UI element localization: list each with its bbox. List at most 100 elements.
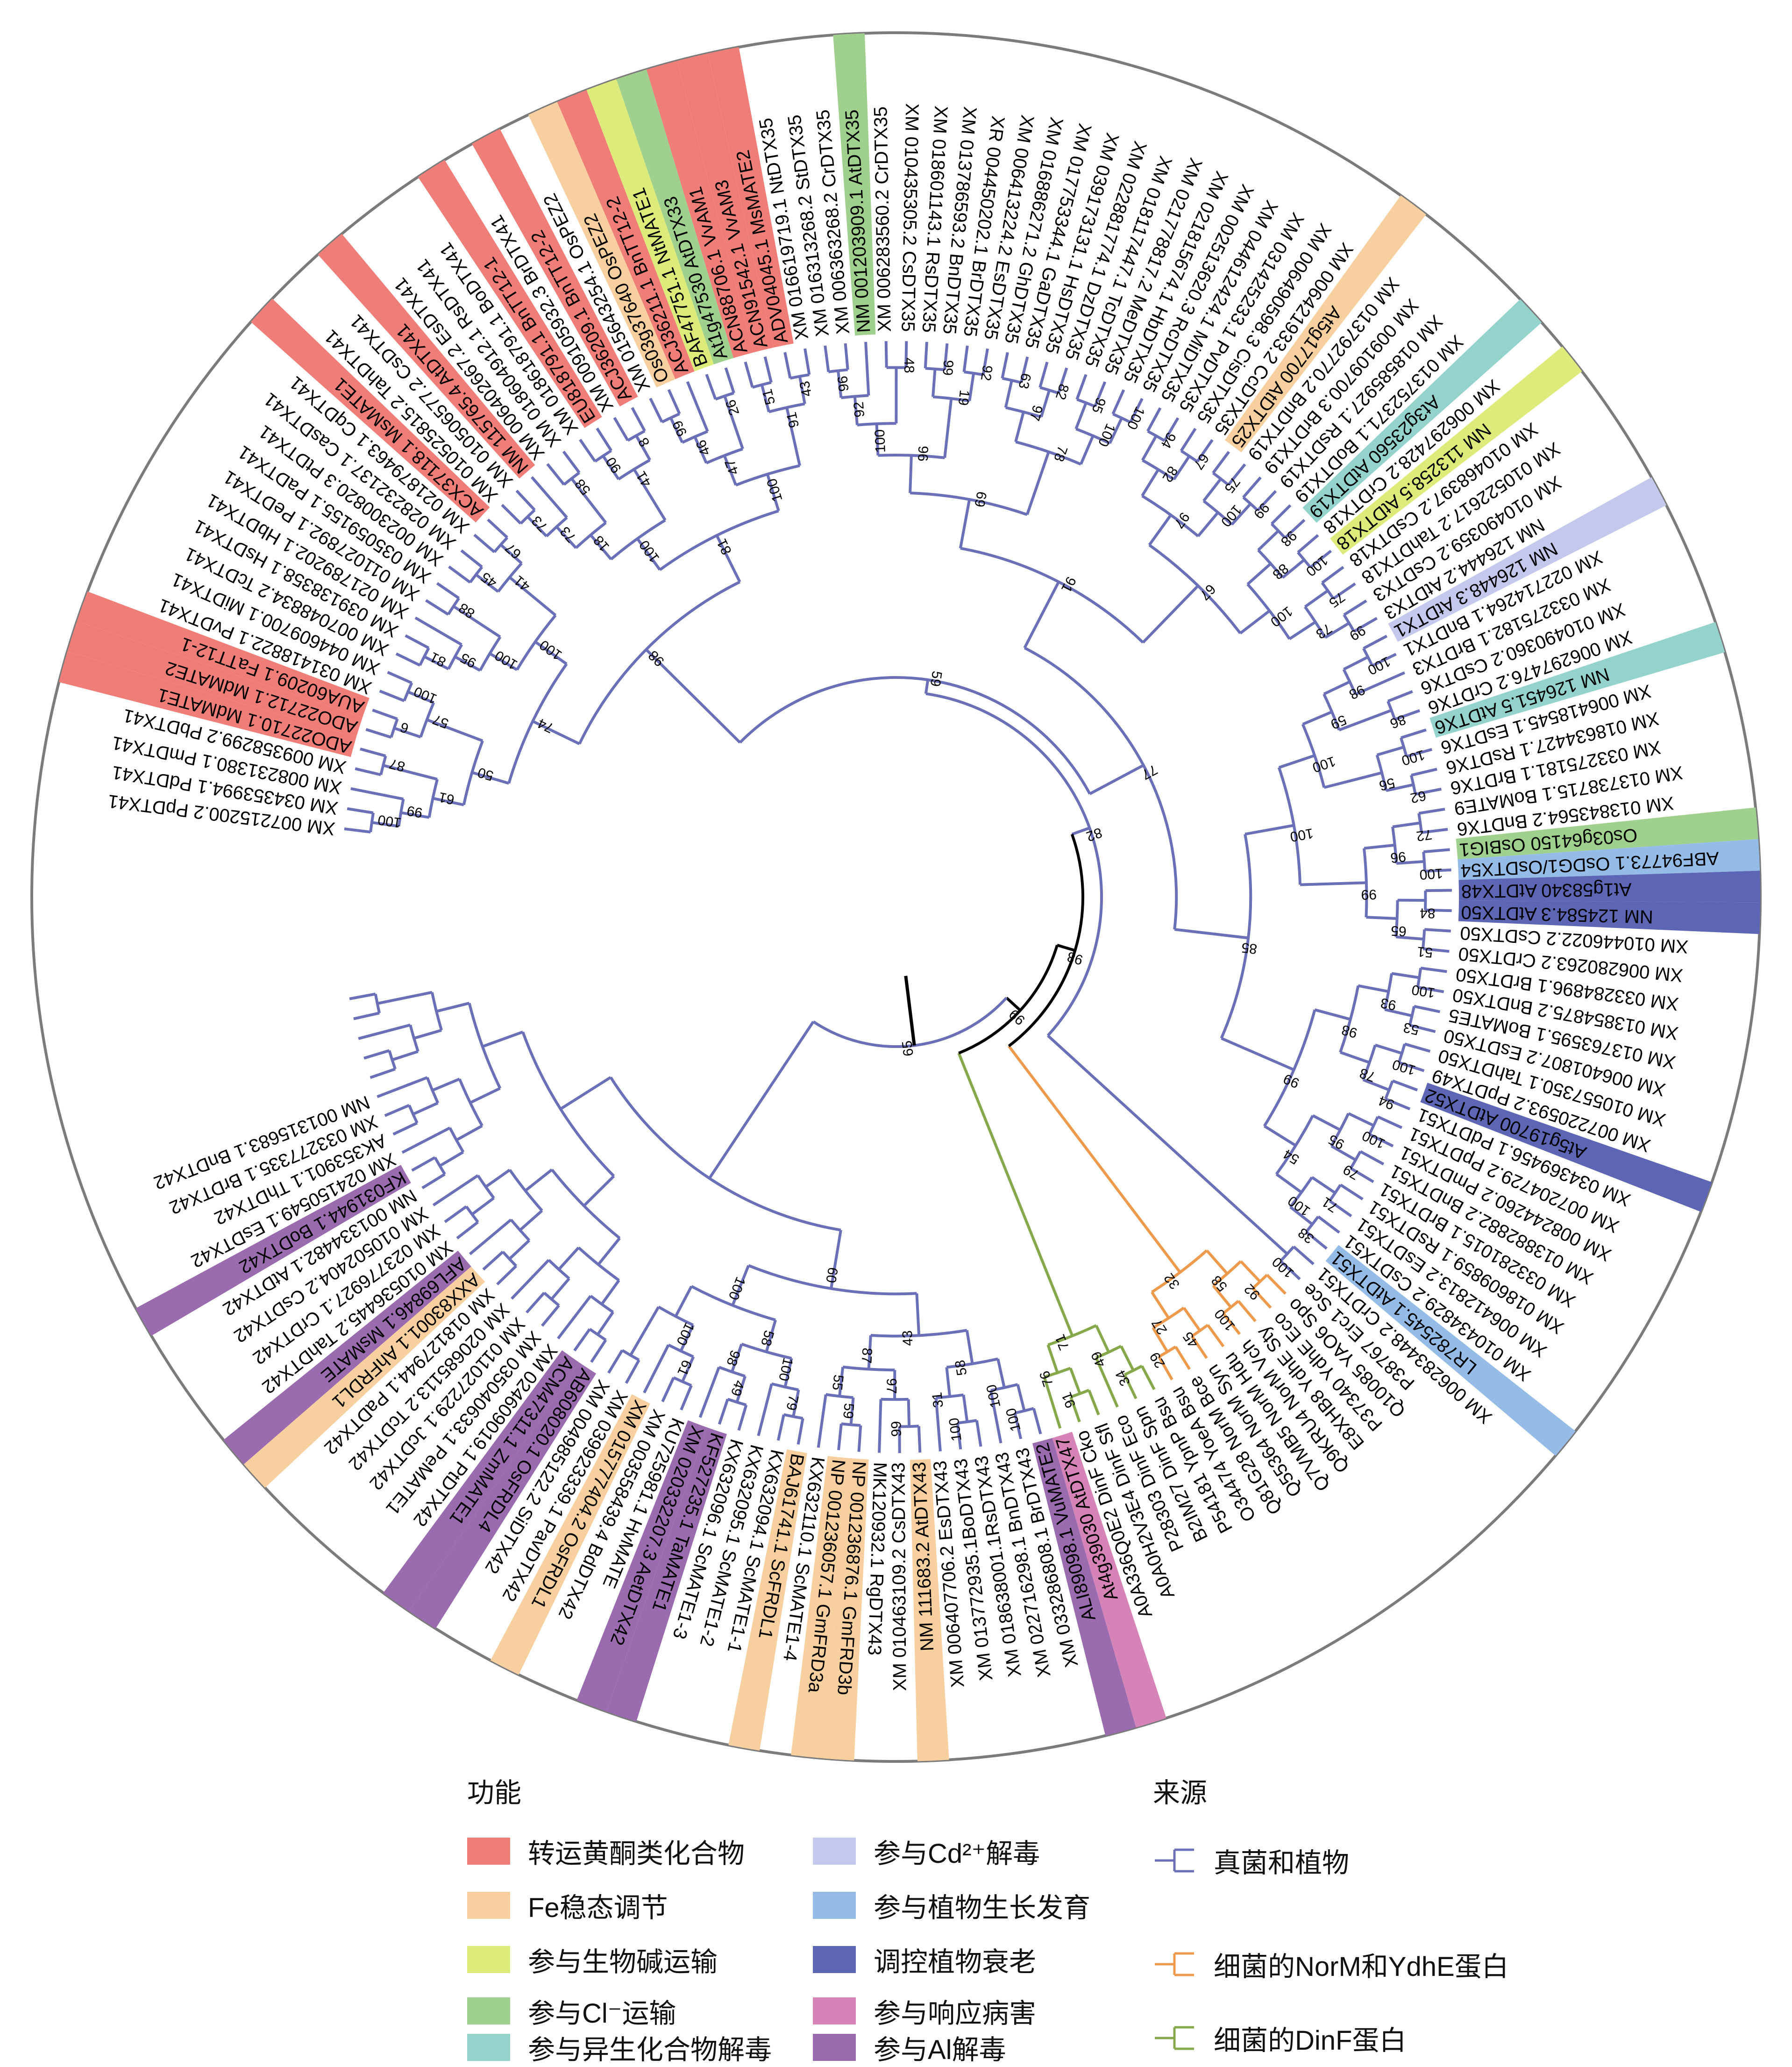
tree-branch [1322,567,1344,583]
tree-branch [584,1176,614,1205]
tree-branch [1221,1038,1294,1069]
tree-branch [517,491,535,510]
tree-branch [726,368,734,393]
bootstrap-value: 98 [1278,527,1300,549]
tree-branch [1324,773,1382,788]
bootstrap-value: 58 [572,476,594,498]
tree-branch [1358,986,1388,991]
bootstrap-value: 100 [1303,552,1331,579]
tree-branch [426,600,448,614]
bootstrap-value: 95 [1326,1131,1347,1152]
bootstrap-value: 94 [1158,430,1179,451]
bootstrap-value: 92 [851,401,868,418]
bootstrap-value: 58 [758,1328,777,1347]
tree-branch [597,428,611,451]
tree-branch [1265,1126,1296,1146]
tree-branch [1344,657,1368,669]
tree-branch [364,1051,389,1058]
tree-branch [1241,1262,1260,1282]
tree-branch [1393,1081,1417,1090]
tree-branch [1401,730,1426,738]
tree-branch [354,1013,379,1019]
leaf-label: XM 006283560.2 CrDTX35 [870,106,895,332]
tree-branch [414,1030,441,1038]
tree-branch [917,1293,919,1335]
tree-branch [1174,929,1248,938]
bootstrap-value: 100 [1218,502,1244,530]
tree-branch [614,418,628,441]
tree-branch [548,464,564,485]
tree-branch [1016,412,1024,442]
tree-branch [559,1247,578,1269]
tree-branch [542,1305,559,1326]
tree-branch [1181,428,1195,451]
tree-branch [412,1157,435,1170]
tree-branch [1360,1151,1384,1164]
tree-branch [1424,929,1451,931]
bootstrap-value: 67 [1196,581,1218,603]
tree-branch [1198,513,1218,536]
tree-branch [372,710,397,719]
bootstrap-value: 82 [1052,382,1072,402]
tree-branch [906,976,914,1046]
tree-branch [886,341,887,368]
tree-branch [1366,917,1397,919]
tree-branch [626,1360,639,1383]
tree-branch [1081,436,1093,464]
tree-branch [344,829,370,832]
bootstrap-value: 59 [840,1403,857,1419]
bootstrap-value: 56 [1378,775,1397,793]
tree-branch [967,1330,973,1364]
bootstrap-value: 50 [476,764,495,784]
tree-branch [360,749,386,756]
tree-branch [436,1003,469,1012]
tree-branch [1312,1177,1335,1193]
tree-branch [1176,1347,1190,1369]
tree-branch [1090,765,1144,794]
bootstrap-value: 48 [901,357,917,373]
bootstrap-value: 67 [1190,451,1212,472]
tree-branch [1421,968,1447,972]
bootstrap-value: 61 [437,789,456,807]
tree-branch [1089,1390,1099,1415]
tree-branch [580,440,595,462]
tree-branch [456,1126,482,1140]
tree-branch [358,1025,410,1039]
tree-branch [1018,1384,1024,1411]
tree-branch [1143,436,1156,460]
tree-branch [739,1405,746,1430]
bootstrap-value: 100 [412,684,439,707]
tree-branch [778,1415,784,1440]
bootstrap-value: 74 [535,715,556,736]
tree-branch [351,789,404,799]
bootstrap-value: 58 [952,1359,970,1376]
tree-branch [745,362,752,387]
bootstrap-value: 98 [1066,948,1085,968]
tree-branch [1258,531,1278,550]
tree-branch [1048,1345,1057,1373]
tree-branch [413,1103,438,1114]
tree-branch [1375,1045,1402,1054]
tree-branch [1148,408,1160,431]
tree-branch [1364,636,1387,649]
tree-branch [461,550,482,567]
tree-branch [1315,1010,1351,1019]
tree-branch [602,1280,619,1304]
tree-branch [1364,845,1395,848]
tree-branch [1392,973,1419,977]
tree-branch [839,1424,841,1450]
bootstrap-value: 41 [511,572,533,594]
tree-branch [866,342,868,396]
bootstrap-value: 96 [1390,848,1407,865]
tree-branch [964,346,967,372]
tree-branch [1419,809,1445,813]
bootstrap-value: 53 [1402,1019,1421,1038]
tree-branch [631,1307,659,1355]
bootstrap-value: 38 [1295,1225,1317,1247]
tree-branch [1096,1326,1109,1352]
tree-branch [1152,1292,1169,1319]
tree-branch [370,1069,395,1077]
tree-branch [1034,1408,1041,1434]
tree-branch [1340,1185,1363,1199]
tree-branch [1208,1325,1223,1347]
